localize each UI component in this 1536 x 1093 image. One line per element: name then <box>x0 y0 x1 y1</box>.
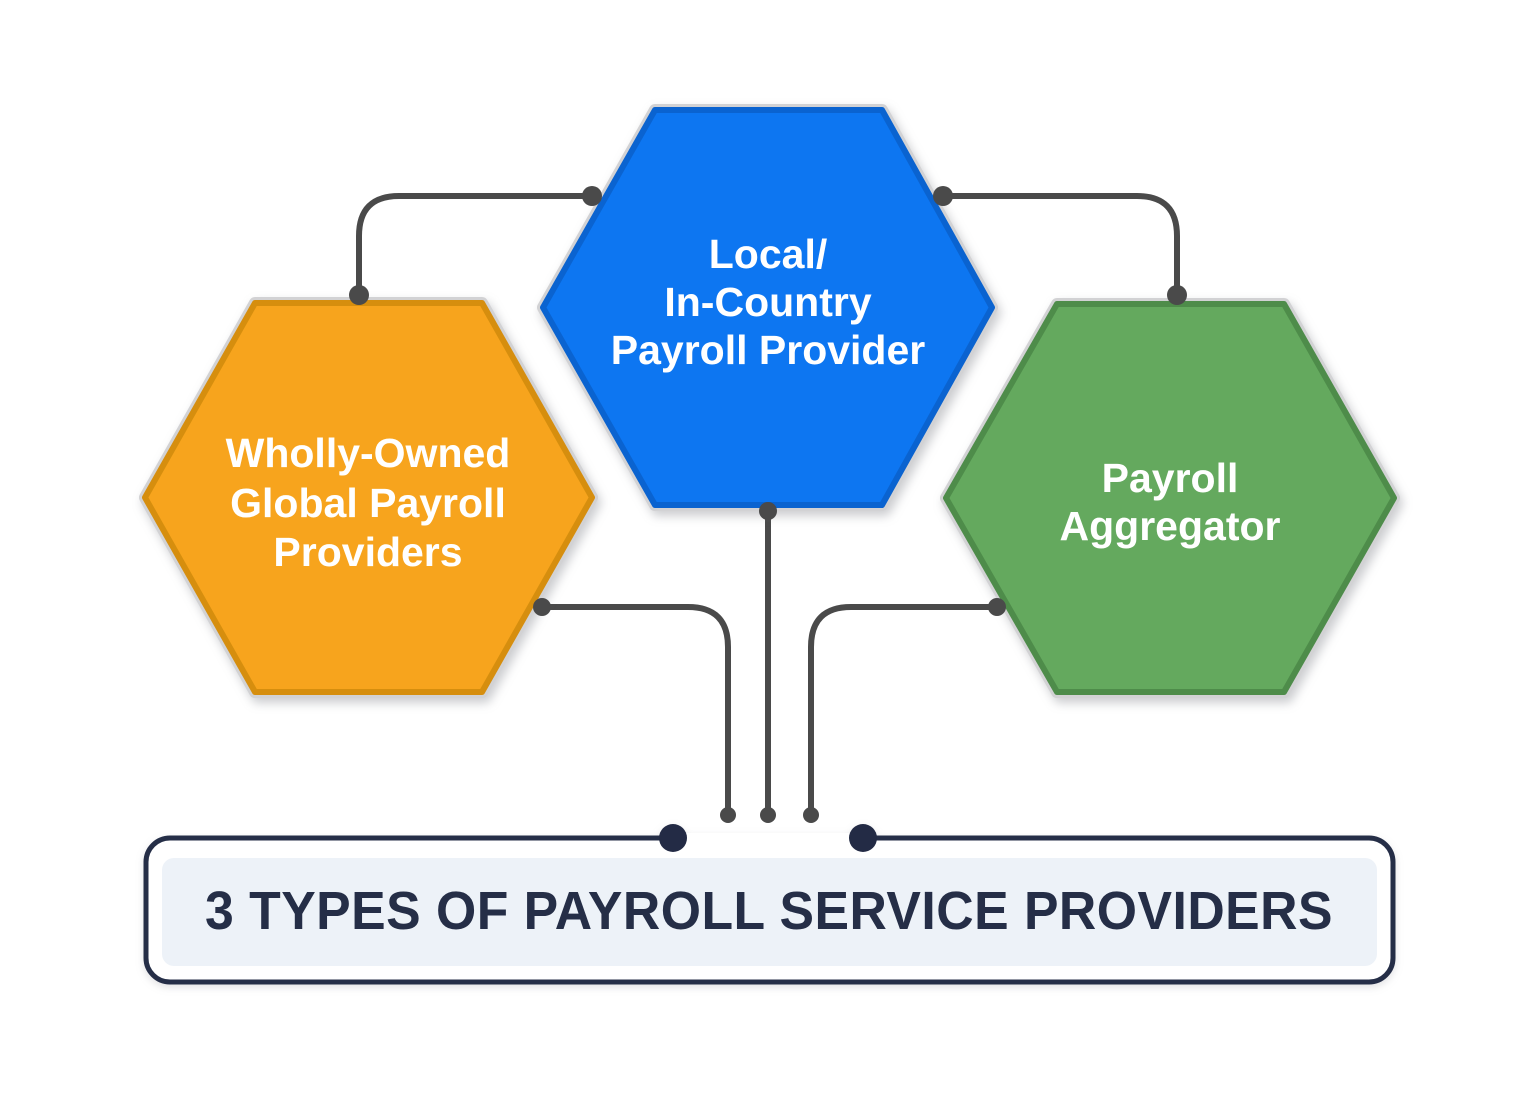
connector-dots <box>349 186 1187 823</box>
connector-dot <box>759 502 777 520</box>
connector-dot <box>533 598 551 616</box>
connector-dot <box>1167 285 1187 305</box>
hexagon-label-line: Payroll Provider <box>611 327 926 373</box>
connector-dot <box>760 807 776 823</box>
hexagon-shape <box>142 300 595 695</box>
hexagon-label-line: Global Payroll <box>230 480 506 526</box>
hexagon-local-in-country-payroll-provider: Local/ In-Country Payroll Provider <box>537 104 998 511</box>
connector-orange-to-titlebox <box>539 604 731 818</box>
title-box-inner-panel <box>162 858 1377 966</box>
hexagon-shape <box>540 107 995 508</box>
connector-dot <box>803 807 819 823</box>
connector-dot <box>349 285 369 305</box>
hexagon-shape <box>943 301 1397 695</box>
connector-dot <box>720 807 736 823</box>
title-box: 3 TYPES OF PAYROLL SERVICE PROVIDERS <box>143 824 1396 985</box>
connector-dot <box>933 186 953 206</box>
hexagon-label-line: Providers <box>273 529 462 575</box>
title-box-anchor-dot-left <box>659 824 687 852</box>
hexagon-label-line: In-Country <box>664 279 871 325</box>
connector-blue-to-orange <box>356 193 595 298</box>
hexagon-label-line: Wholly-Owned <box>226 430 511 476</box>
title-box-anchor-dot-right <box>849 824 877 852</box>
connector-blue-to-green <box>940 193 1180 298</box>
connector-dot <box>582 186 602 206</box>
hexagon-label-line: Payroll <box>1102 455 1239 501</box>
hexagon-label-line: Local/ <box>709 231 827 277</box>
connector-dot <box>988 598 1006 616</box>
hexagon-label-line: Aggregator <box>1060 503 1281 549</box>
hexagon-payroll-aggregator: Payroll Aggregator <box>940 298 1400 698</box>
connector-lines <box>356 193 1180 818</box>
hexagon-wholly-owned-global-payroll-providers: Wholly-Owned Global Payroll Providers <box>139 297 598 698</box>
connector-green-to-titlebox <box>808 604 1000 818</box>
title-box-label: 3 TYPES OF PAYROLL SERVICE PROVIDERS <box>205 881 1333 941</box>
